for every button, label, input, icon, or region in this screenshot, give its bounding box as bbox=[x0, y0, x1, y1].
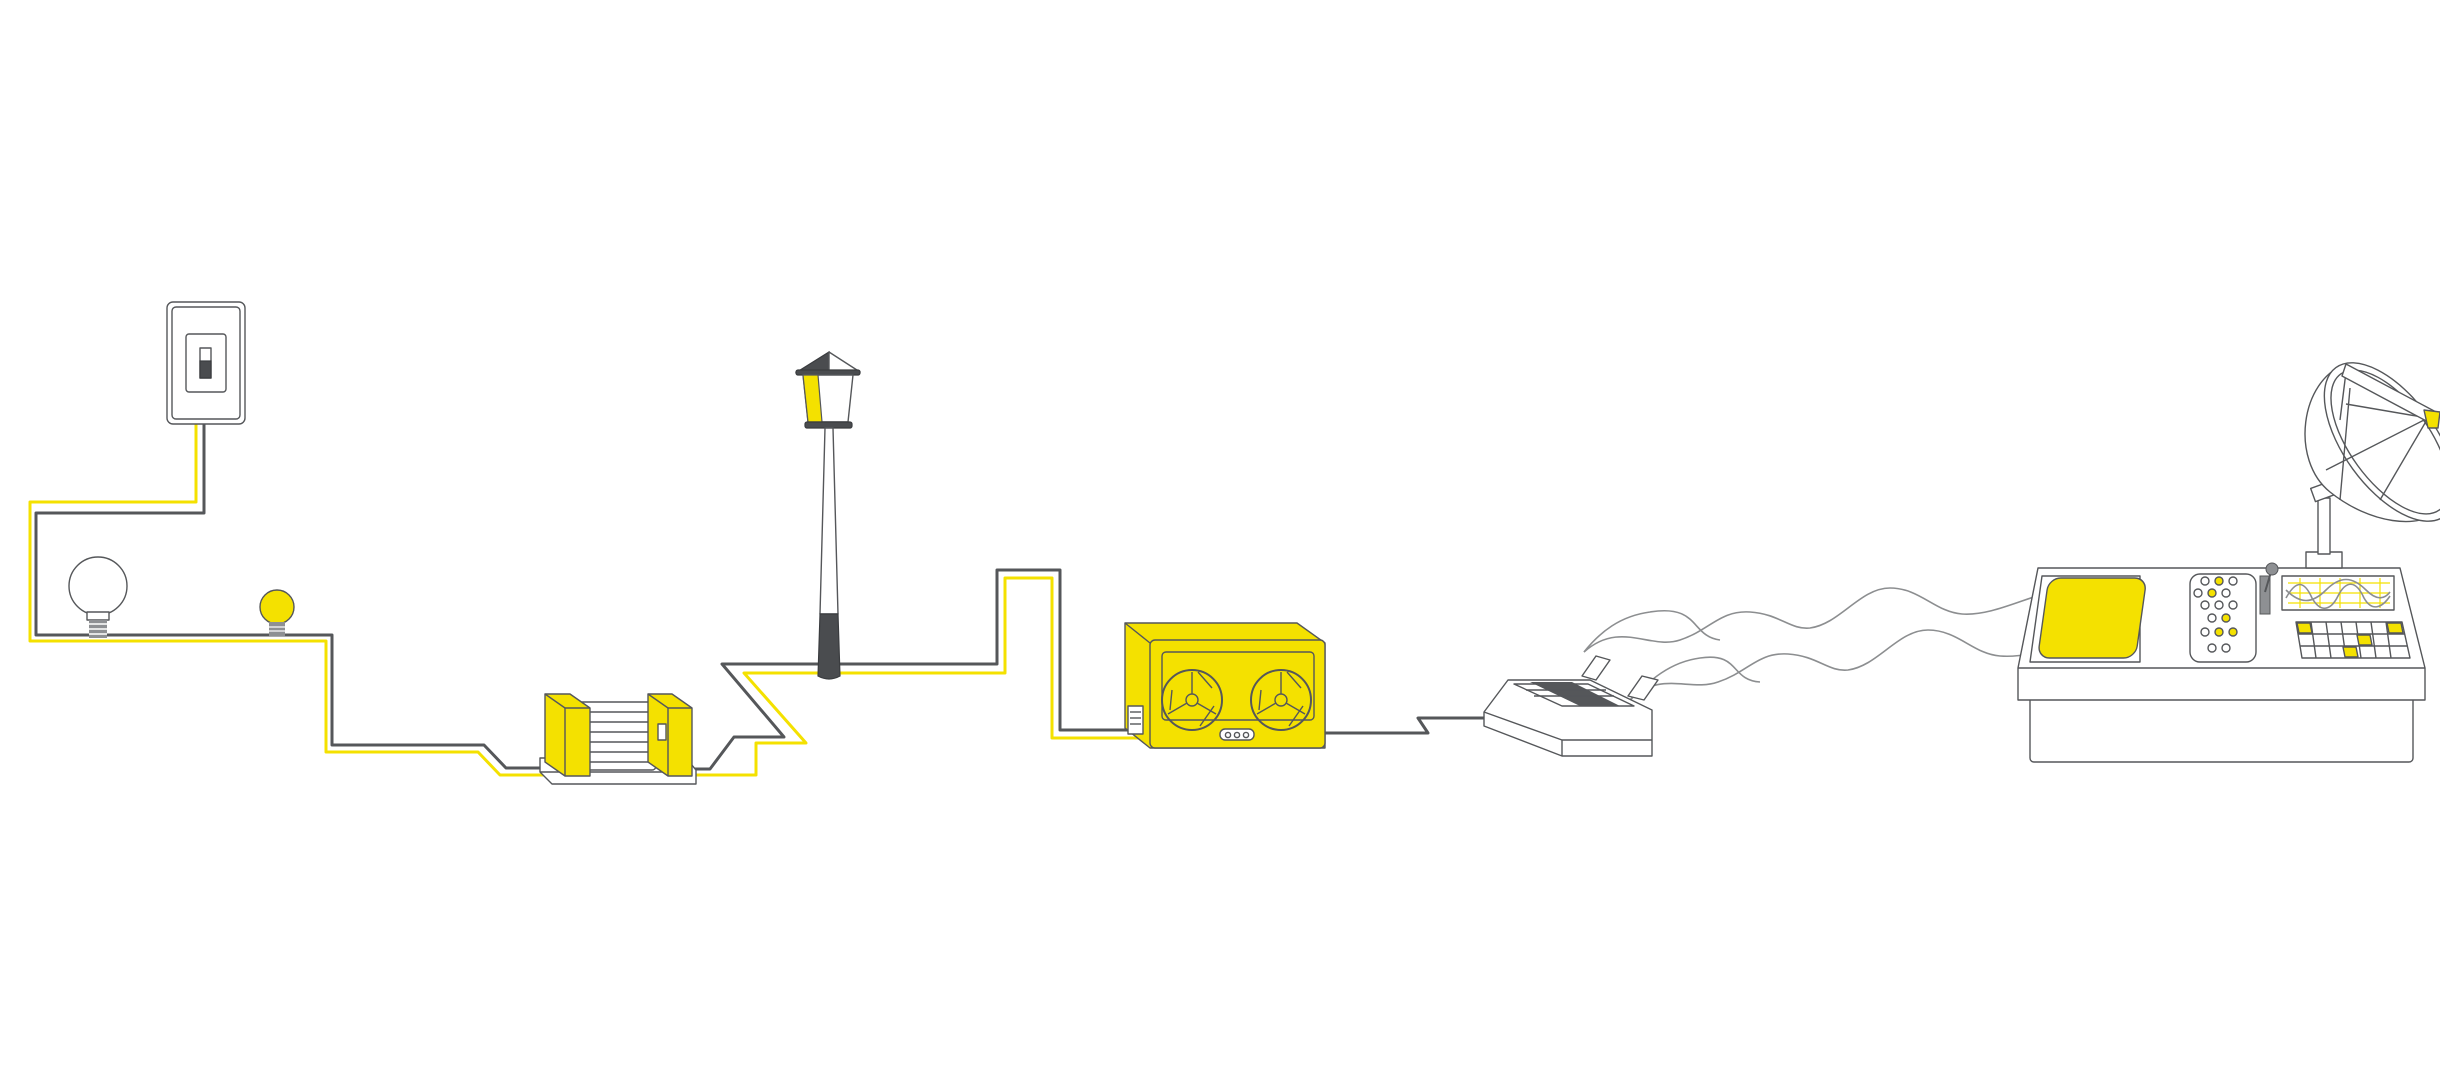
left-reel-icon bbox=[1161, 669, 1223, 731]
recorder-buttons bbox=[1219, 728, 1255, 741]
lever-icon bbox=[2259, 562, 2279, 615]
oscilloscope-display bbox=[2281, 575, 2395, 611]
yellow-wire-segment bbox=[28, 418, 546, 777]
dark-wire-segment-2 bbox=[690, 568, 1142, 771]
wires bbox=[28, 418, 1488, 777]
dark-wire-segment-3 bbox=[1323, 716, 1488, 735]
printer-icon bbox=[1483, 655, 1659, 757]
dark-wire-segment bbox=[34, 418, 550, 770]
right-reel-icon bbox=[1250, 669, 1312, 731]
wall-switch-icon bbox=[166, 301, 246, 425]
tape-recorder-icon bbox=[1124, 622, 1326, 749]
yellow-wire-segment-2 bbox=[686, 576, 1142, 777]
street-lamp-icon bbox=[794, 350, 861, 680]
control-console-icon bbox=[2017, 562, 2426, 763]
light-bulb-icon bbox=[68, 556, 128, 638]
satellite-dish-icon bbox=[2304, 362, 2440, 569]
motor-icon bbox=[539, 693, 697, 785]
keypad-buttons bbox=[2193, 576, 2238, 653]
button-grid bbox=[2295, 621, 2411, 659]
small-bulb-icon bbox=[259, 589, 295, 636]
signal-waves bbox=[1583, 585, 2081, 701]
